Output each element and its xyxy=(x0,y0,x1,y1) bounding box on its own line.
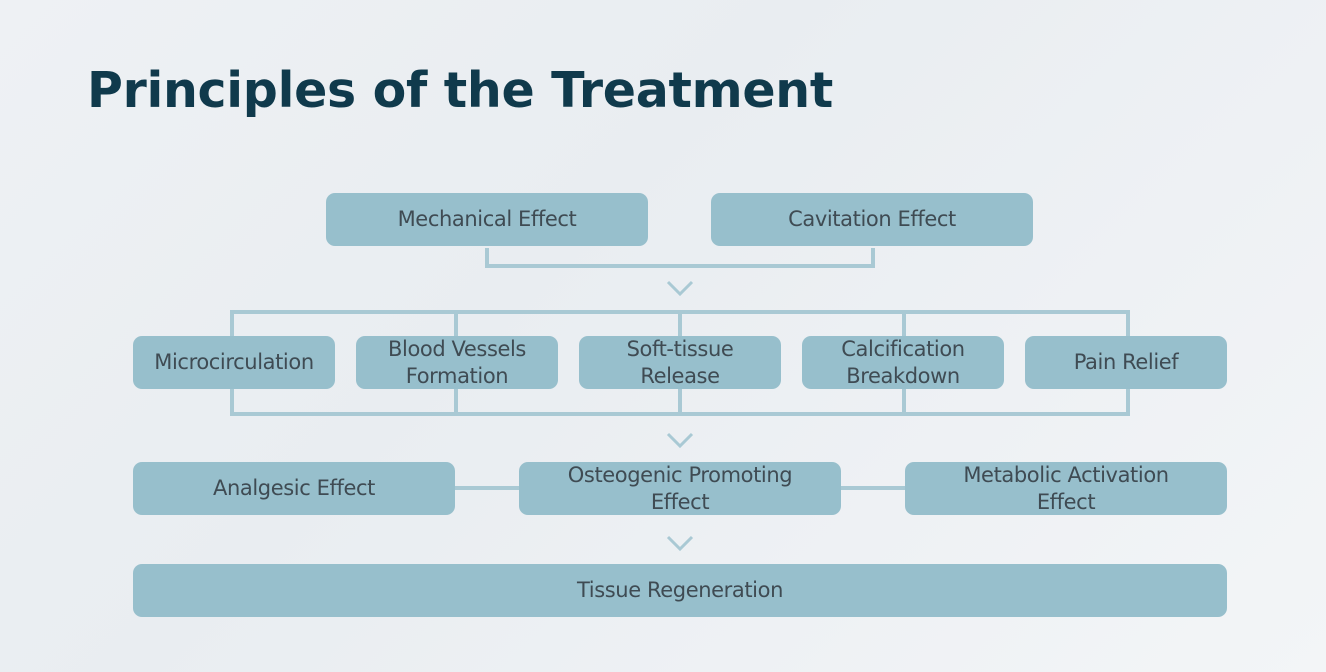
down-chevron-3 xyxy=(666,535,694,552)
analgesic-effect-box: Analgesic Effect xyxy=(133,462,455,515)
blood-vessels-formation-box: Blood Vessels Formation xyxy=(356,336,558,389)
cavitation-effect-box: Cavitation Effect xyxy=(711,193,1033,246)
down-chevron-1 xyxy=(666,280,694,297)
tissue-regeneration-box: Tissue Regeneration xyxy=(133,564,1227,617)
mechanical-effect-box: Mechanical Effect xyxy=(326,193,648,246)
calcification-breakdown-box: Calcification Breakdown xyxy=(802,336,1004,389)
metabolic-activation-effect-box: Metabolic Activation Effect xyxy=(905,462,1227,515)
down-chevron-2 xyxy=(666,432,694,449)
soft-tissue-release-box: Soft-tissue Release xyxy=(579,336,781,389)
microcirculation-box: Microcirculation xyxy=(133,336,335,389)
slide-title: Principles of the Treatment xyxy=(87,62,833,119)
source-merge-bracket xyxy=(485,248,875,268)
osteogenic-promoting-effect-box: Osteogenic Promoting Effect xyxy=(519,462,841,515)
pain-relief-box: Pain Relief xyxy=(1025,336,1227,389)
